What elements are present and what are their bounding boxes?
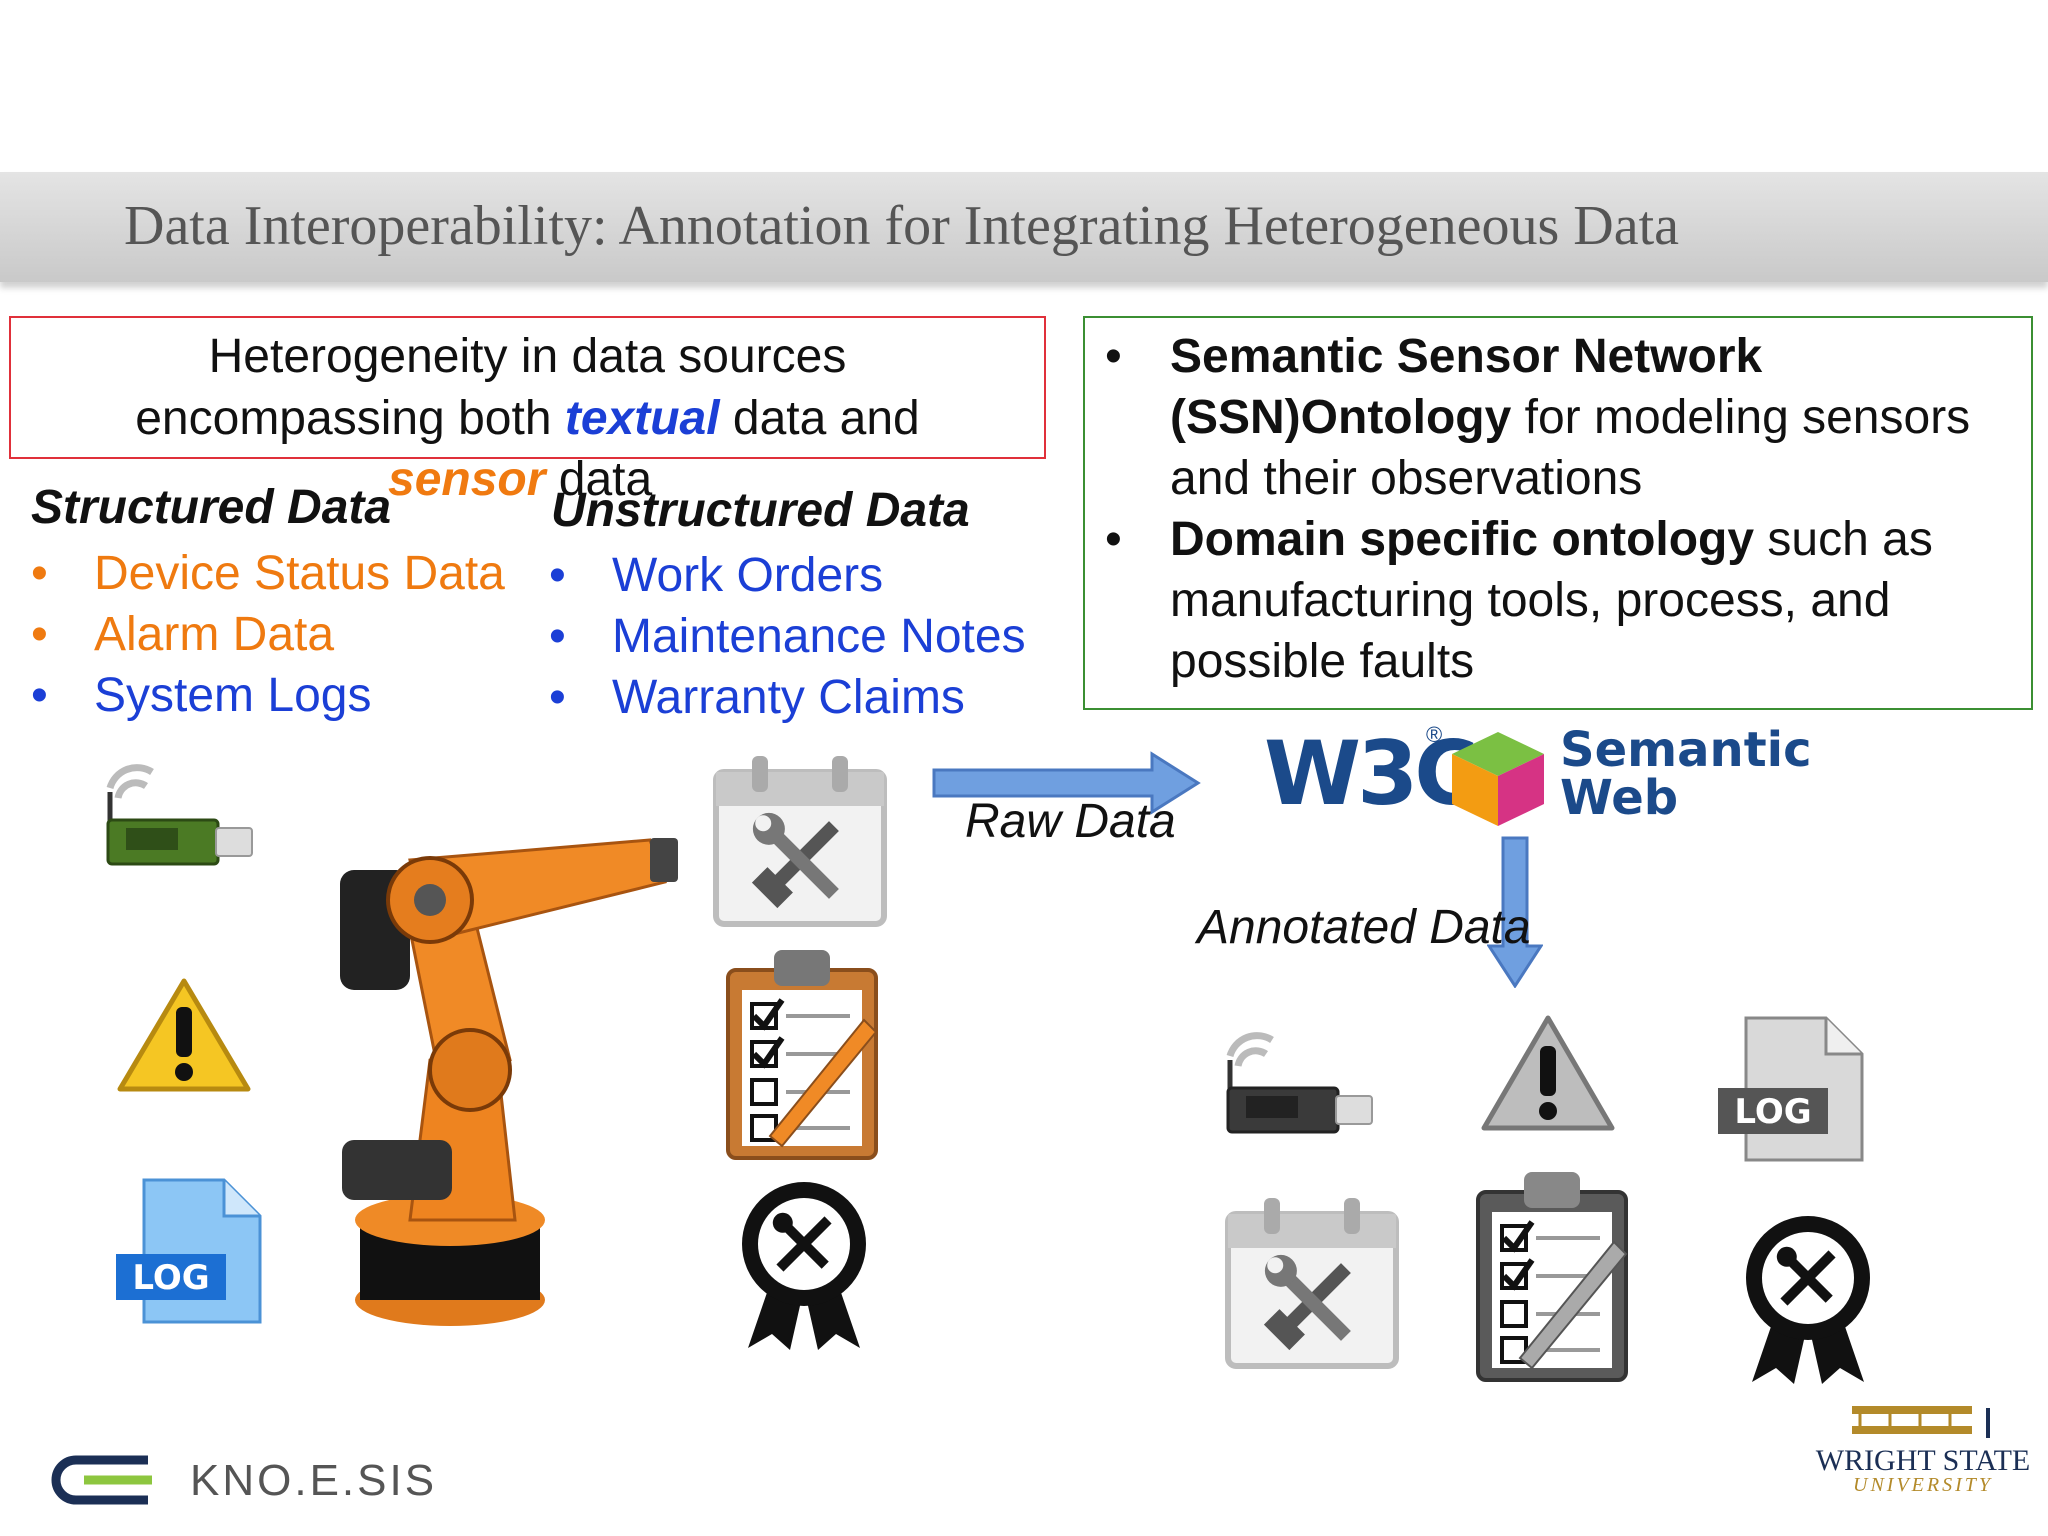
- heterogeneity-line2-post: data and: [719, 392, 920, 445]
- list-item: • Maintenance Notes: [549, 606, 1026, 667]
- unstructured-heading: Unstructured Data: [551, 484, 970, 537]
- bullet: •: [1105, 513, 1122, 566]
- ontology-list: • Semantic Sensor Network (SSN)Ontology f…: [1105, 326, 2025, 692]
- list-item: • Device Status Data: [31, 543, 505, 604]
- sensor-device-icon: [106, 764, 253, 866]
- item-work-orders: Work Orders: [612, 549, 884, 602]
- unstructured-list: • Work Orders • Maintenance Notes • Warrant…: [549, 545, 1026, 728]
- bullet: •: [1105, 330, 1122, 383]
- bullet: •: [31, 669, 48, 722]
- ontology-item-domain: • Domain specific ontology such as manufa…: [1105, 509, 2025, 692]
- item-system-logs: System Logs: [94, 669, 372, 722]
- knoesis-text: KNO.E.SIS: [190, 1456, 438, 1505]
- heterogeneity-line1: Heterogeneity in data sources: [208, 330, 847, 383]
- list-item: • System Logs: [31, 665, 505, 726]
- registered-mark: ®: [1426, 722, 1443, 747]
- w3c-semantic-web-logo: W3C ® Semantic Web: [1264, 722, 1812, 834]
- item-device-status: Device Status Data: [94, 547, 505, 600]
- list-item: • Warranty Claims: [549, 667, 1026, 728]
- sensor-emphasis: sensor: [388, 453, 546, 506]
- heterogeneity-line3: sensor data: [388, 452, 652, 507]
- maintenance-badge-annotated-icon: [1746, 1216, 1870, 1384]
- raw-data-arrow-icon: [932, 751, 1201, 815]
- semantic-web-cube-icon: [1452, 732, 1544, 826]
- wright-state-text: WRIGHT STATE: [1815, 1444, 2031, 1477]
- log-label: LOG: [132, 1258, 209, 1298]
- bullet: •: [31, 608, 48, 661]
- wright-flyer-icon: [1852, 1406, 1990, 1438]
- semantic-web-text: Semantic Web: [1560, 726, 1812, 822]
- w3c-mark: W3C: [1264, 722, 1479, 825]
- ontology-item-ssn: • Semantic Sensor Network (SSN)Ontology f…: [1105, 326, 2025, 509]
- domain-bold: Domain specific ontology: [1170, 513, 1755, 566]
- bullet: •: [549, 671, 566, 724]
- calendar-tools-icon: [713, 756, 887, 927]
- ontology-box: [1083, 316, 2033, 710]
- web-word: Web: [1560, 770, 1679, 826]
- industrial-robot-image: [340, 838, 678, 1326]
- item-warranty-claims: Warranty Claims: [612, 671, 965, 724]
- clipboard-checklist-icon: [726, 950, 878, 1160]
- annotated-data-label: Annotated Data: [1197, 901, 1531, 954]
- slide-title: Data Interoperability: Annotation for In…: [124, 195, 1680, 257]
- bullet: •: [549, 549, 566, 602]
- heterogeneity-text: Heterogeneity in data sources encompassi…: [9, 326, 1046, 450]
- sensor-device-annotated-icon: [1226, 1032, 1373, 1134]
- ssn-rest: for modeling sensors and their observati…: [1170, 391, 1971, 505]
- ssn-bold: Semantic Sensor Network (SSN)Ontology: [1170, 330, 1763, 444]
- item-maintenance-notes: Maintenance Notes: [612, 610, 1026, 663]
- calendar-tools-annotated-icon: [1225, 1198, 1399, 1369]
- heterogeneity-line2-pre: encompassing both: [135, 392, 565, 445]
- heterogeneity-box: [9, 316, 1046, 459]
- log-file-icon: LOG: [116, 1178, 262, 1324]
- item-alarm: Alarm Data: [94, 608, 335, 661]
- knoesis-logo: KNO.E.SIS: [48, 1452, 498, 1508]
- heterogeneity-line3-post: data: [545, 453, 653, 506]
- warning-annotated-icon: [1481, 1015, 1615, 1131]
- annotated-data-arrow-icon: [1487, 836, 1543, 988]
- wright-state-logo: WRIGHT STATE UNIVERSITY: [1808, 1398, 2038, 1498]
- bullet: •: [31, 547, 48, 600]
- log-file-annotated-icon: LOG: [1718, 1016, 1864, 1162]
- clipboard-checklist-annotated-icon: [1476, 1172, 1628, 1382]
- title-bar: Data Interoperability: Annotation for In…: [0, 172, 2048, 282]
- warning-icon: [117, 978, 251, 1092]
- raw-data-label: Raw Data: [965, 795, 1176, 848]
- textual-emphasis: textual: [564, 392, 720, 445]
- list-item: • Work Orders: [549, 545, 1026, 606]
- bullet: •: [549, 610, 566, 663]
- knoesis-mark-icon: [51, 1455, 152, 1505]
- domain-rest: such as manufacturing tools, process, an…: [1170, 513, 1933, 688]
- structured-list: • Device Status Data • Alarm Data • System …: [31, 543, 505, 726]
- university-text: UNIVERSITY: [1853, 1474, 1993, 1496]
- log-label: LOG: [1734, 1092, 1811, 1132]
- maintenance-badge-icon: [742, 1182, 866, 1350]
- list-item: • Alarm Data: [31, 604, 505, 665]
- semantic-word: Semantic: [1560, 722, 1812, 778]
- structured-heading: Structured Data: [31, 481, 392, 534]
